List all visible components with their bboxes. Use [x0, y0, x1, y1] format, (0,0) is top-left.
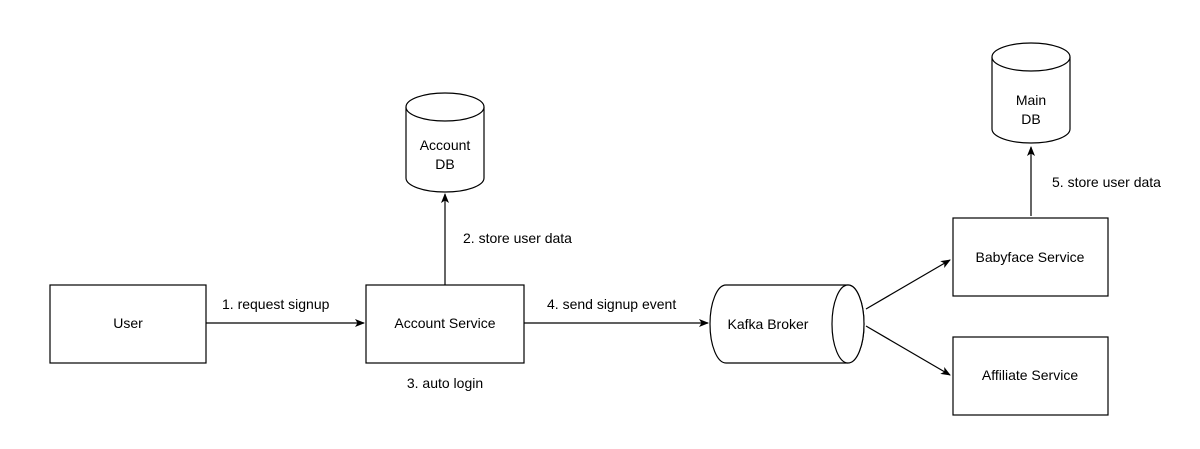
kafka-broker-node: Kafka Broker [709, 284, 865, 364]
edge-kafka-to-babyface [865, 259, 951, 310]
edge-label-request-signup: 1. request signup [222, 296, 330, 312]
user-node: User [49, 284, 207, 364]
account-db-node: Account DB [405, 92, 485, 193]
account-service-label: Account Service [394, 315, 495, 331]
babyface-service-label: Babyface Service [976, 249, 1085, 265]
main-db-label-line1: Main [1016, 92, 1046, 108]
edge-kafka-to-affiliate [865, 325, 951, 376]
kafka-broker-label: Kafka Broker [728, 316, 809, 332]
affiliate-service-label: Affiliate Service [982, 367, 1078, 383]
account-service-node: Account Service [365, 284, 525, 364]
edge-label-send-signup-event: 4. send signup event [547, 296, 676, 312]
edge-label-auto-login: 3. auto login [407, 375, 483, 391]
edge-label-store-user-data-account: 2. store user data [463, 230, 572, 246]
user-label: User [113, 315, 143, 331]
main-db-node: Main DB [991, 42, 1071, 144]
affiliate-service-node: Affiliate Service [952, 336, 1109, 416]
account-db-label-line1: Account [420, 137, 471, 153]
main-db-label-line2: DB [1021, 111, 1040, 127]
edge-label-store-user-data-main: 5. store user data [1052, 174, 1161, 190]
account-db-label-line2: DB [435, 156, 454, 172]
babyface-service-node: Babyface Service [952, 217, 1109, 297]
